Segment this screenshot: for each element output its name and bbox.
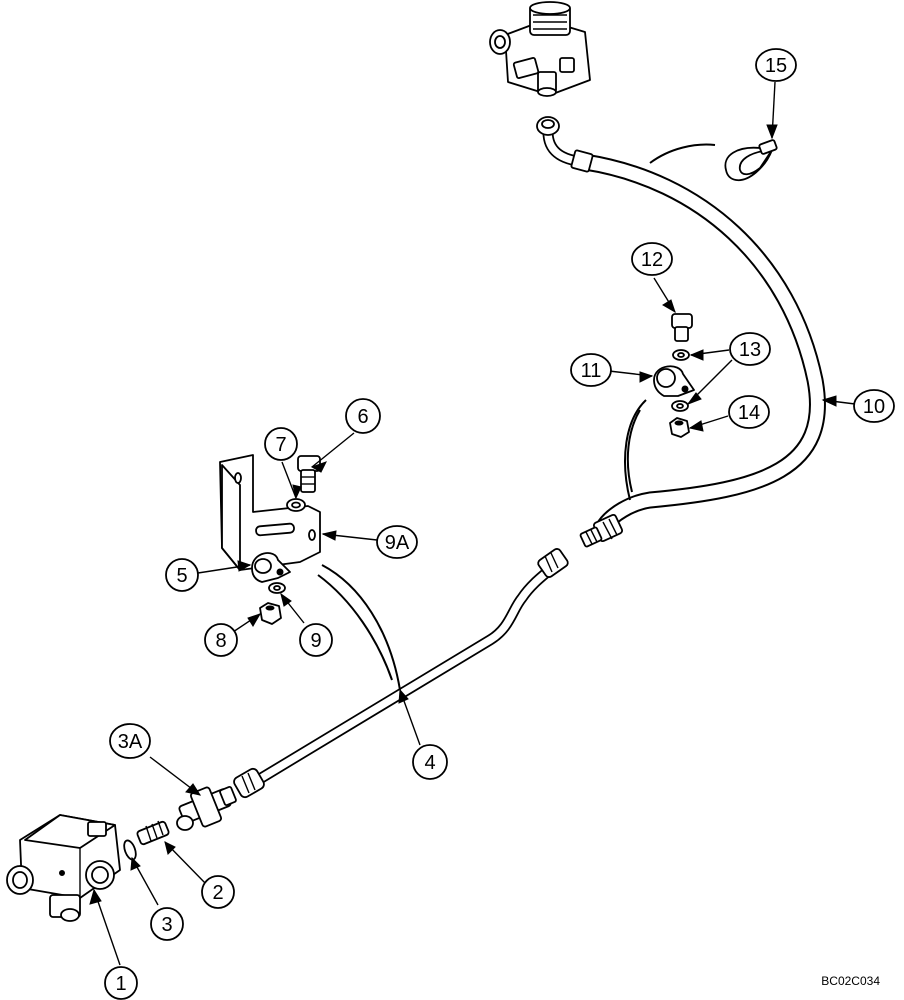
drawing-reference-code: BC02C034 bbox=[821, 974, 880, 988]
callout-label: 5 bbox=[176, 565, 187, 587]
callout-label: 10 bbox=[863, 396, 885, 418]
washer-13-lower bbox=[671, 400, 689, 412]
callout-4: 4 bbox=[412, 744, 448, 780]
adapter-fitting bbox=[136, 820, 170, 846]
callout-5: 5 bbox=[165, 558, 199, 592]
callout-1: 1 bbox=[104, 966, 138, 1000]
callout-label: 14 bbox=[738, 402, 760, 424]
hydraulic-tube bbox=[233, 548, 569, 799]
nut-8 bbox=[259, 602, 282, 625]
callout-label: 12 bbox=[641, 249, 663, 271]
washer-7 bbox=[286, 498, 306, 512]
callout-3a: 3A bbox=[109, 723, 151, 759]
mounting-bracket bbox=[219, 454, 321, 571]
callout-10: 10 bbox=[853, 389, 895, 423]
callout-label: 6 bbox=[357, 406, 368, 428]
callout-12: 12 bbox=[631, 242, 673, 276]
washer-9 bbox=[268, 582, 286, 594]
tie-strap bbox=[724, 139, 778, 181]
callout-6: 6 bbox=[345, 398, 381, 434]
hydraulic-hose bbox=[576, 153, 826, 534]
callout-2: 2 bbox=[201, 875, 235, 909]
valve-block bbox=[6, 814, 121, 922]
callout-9: 9 bbox=[299, 623, 333, 657]
callout-label: 7 bbox=[275, 434, 286, 456]
callout-11: 11 bbox=[570, 353, 612, 387]
callout-label: 3 bbox=[161, 914, 172, 936]
callout-label: 9A bbox=[385, 532, 410, 554]
callout-13: 13 bbox=[729, 332, 771, 366]
top-valve-fitting bbox=[489, 1, 591, 97]
callout-label: 4 bbox=[424, 752, 435, 774]
callout-7: 7 bbox=[264, 427, 298, 461]
callout-label: 3A bbox=[118, 731, 143, 753]
callout-label: 8 bbox=[215, 630, 226, 652]
callout-8: 8 bbox=[204, 623, 238, 657]
callout-9a: 9A bbox=[376, 525, 418, 559]
o-ring bbox=[123, 839, 137, 861]
callout-label: 15 bbox=[765, 55, 787, 77]
clamp-5 bbox=[251, 552, 291, 583]
assembly-arcs bbox=[317, 143, 716, 691]
callout-label: 11 bbox=[581, 360, 602, 382]
hose-end-fitting bbox=[579, 513, 624, 548]
callout-14: 14 bbox=[728, 395, 770, 429]
bolt-12 bbox=[671, 313, 693, 342]
callout-15: 15 bbox=[755, 48, 797, 82]
callout-label: 9 bbox=[310, 630, 321, 652]
washer-13-upper bbox=[672, 349, 690, 361]
callout-label: 13 bbox=[739, 339, 761, 361]
leader-arrowheads bbox=[89, 124, 837, 905]
nut-14 bbox=[669, 417, 690, 438]
leader-lines bbox=[93, 81, 856, 966]
clamp-11 bbox=[653, 365, 695, 397]
hose-elbow-fitting bbox=[536, 116, 594, 173]
callout-label: 1 bbox=[115, 973, 126, 995]
callout-3: 3 bbox=[150, 907, 184, 941]
callout-label: 2 bbox=[212, 882, 223, 904]
tee-fitting bbox=[176, 786, 237, 831]
